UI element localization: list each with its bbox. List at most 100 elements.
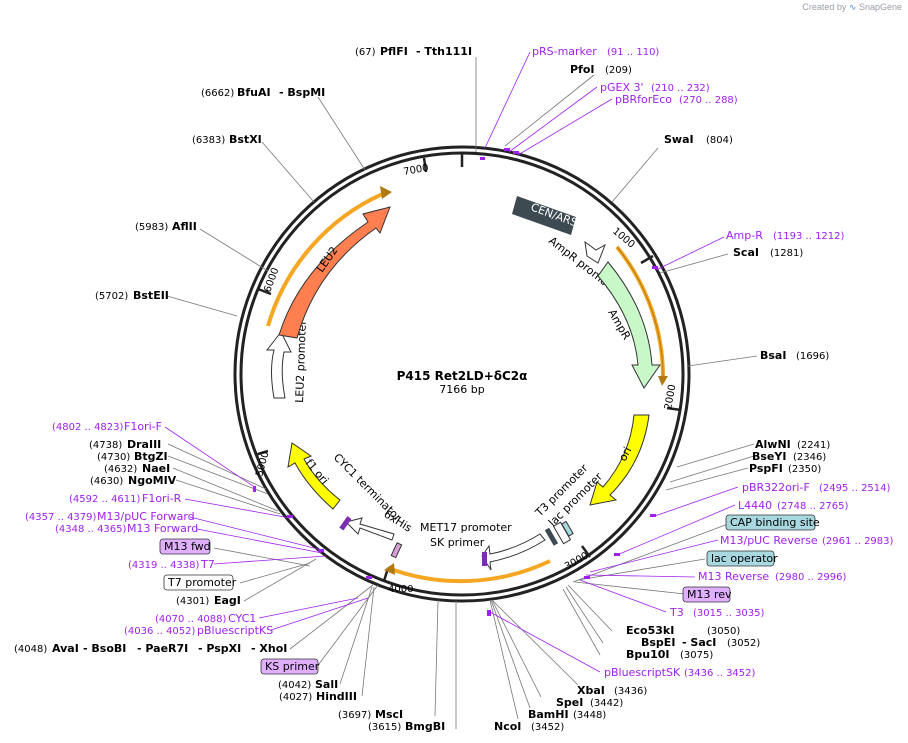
enzyme-draiii[interactable]: DraIII (127, 438, 161, 451)
credit-brand: SnapGene (858, 2, 902, 12)
enzyme-hindiii[interactable]: HindIII (316, 690, 357, 703)
cap-site-feature (561, 520, 574, 537)
leu2-promoter-label: LEU2 promoter (293, 320, 309, 404)
primer-mark (652, 266, 658, 269)
enzyme-bsai[interactable]: BsaI (760, 349, 786, 362)
enzyme-pos-5983: (5983) (135, 222, 168, 233)
enzyme-ncoi[interactable]: NcoI (494, 720, 521, 733)
primer-t3-pos: (3015 .. 3035) (693, 608, 765, 619)
enzyme-btgzi[interactable]: BtgZI (134, 450, 168, 463)
primer-mark (504, 148, 510, 151)
enzyme-pos-4738: (4738) (89, 440, 122, 451)
enzyme-paer7i[interactable]: - PaeR7I (137, 642, 188, 655)
primer-pbr322ori-f[interactable]: pBR322ori-F (742, 481, 810, 494)
enzyme-pspfi[interactable]: PspFI (749, 462, 783, 475)
primer-pgex[interactable]: pGEX 3' (600, 81, 644, 94)
cap-binding-site-box[interactable] (725, 514, 816, 531)
enzyme-eco53ki[interactable]: Eco53kI (626, 624, 674, 637)
primer-amp-r[interactable]: Amp-R (726, 229, 763, 242)
primer-mark (584, 576, 590, 579)
enzyme-pos-4301: (4301) (176, 596, 209, 607)
primer-l4440[interactable]: L4440 (738, 499, 772, 512)
ampr-promoter-feature (584, 240, 606, 264)
enzyme-pflfi[interactable]: PflFI (380, 45, 408, 58)
enzyme-spei[interactable]: SpeI (556, 696, 583, 709)
t7-promoter-box[interactable] (163, 574, 234, 591)
primer-pbrforeco[interactable]: pBRforEco (615, 93, 672, 106)
enzyme-bseyi[interactable]: BseYI (752, 450, 786, 463)
cap-binding-site-label: CAP binding site (730, 516, 820, 529)
cenars-feature (512, 196, 576, 235)
primer-prs-pos: (91 .. 110) (607, 47, 659, 58)
plasmid-name: P415 Ret2LD+δC2α (397, 369, 528, 383)
primer-leader-lines (164, 51, 739, 673)
primer-t3[interactable]: T3 (669, 606, 684, 619)
leu2-feature (278, 206, 391, 339)
primer-prs-marker[interactable]: pRS-marker (532, 45, 597, 58)
enzyme-pos-804: (804) (706, 135, 733, 146)
sk-primer-feature (482, 552, 487, 566)
cyc1-feature (339, 516, 352, 531)
enzyme-scai[interactable]: ScaI (733, 246, 759, 259)
enzyme-bstxi[interactable]: BstXI (229, 133, 262, 146)
primer-m13puc-forward-pos: (4357 .. 4379) (25, 512, 97, 523)
enzyme-bspei[interactable]: BspEI (641, 636, 675, 649)
enzyme-pos-3442: (3442) (590, 698, 623, 709)
primer-f1ori-f-pos: (4802 .. 4823) (52, 422, 124, 433)
enzyme-pos-3448: (3448) (573, 710, 606, 721)
enzyme-bspmi[interactable]: - BspMI (279, 86, 325, 99)
enzyme-bsobi[interactable]: - BsoBI (83, 642, 126, 655)
enzyme-pspxi[interactable]: - PspXI (198, 642, 241, 655)
enzyme-pos-4630: (4630) (90, 476, 123, 487)
primer-pbluescriptks[interactable]: pBluescriptKS (197, 624, 273, 637)
enzyme-sali[interactable]: SalI (315, 678, 338, 691)
primer-m13-reverse[interactable]: M13 Reverse (698, 570, 769, 583)
primer-pbr322ori-f-pos: (2495 .. 2514) (819, 483, 891, 494)
enzyme-bmgbi[interactable]: BmgBI (405, 720, 445, 733)
primer-pbrforeco-pos: (270 .. 288) (679, 95, 738, 106)
enzyme-bfuai[interactable]: BfuAI (237, 86, 271, 99)
enzyme-bamhi[interactable]: BamHI (528, 708, 569, 721)
primer-mark (253, 486, 256, 492)
enzyme-tth111i[interactable]: - Tth111I (416, 45, 472, 58)
m13-rev-box[interactable] (682, 586, 731, 603)
enzyme-pos-4730: (4730) (97, 452, 130, 463)
met17-promoter-label: MET17 promoter (420, 521, 512, 534)
primer-m13puc-forward[interactable]: M13/pUC Forward (97, 510, 195, 523)
primer-m13puc-reverse[interactable]: M13/pUC Reverse (720, 534, 818, 547)
primer-m13-forward[interactable]: M13 Forward (127, 522, 198, 535)
enzyme-eagi[interactable]: EagI (214, 594, 241, 607)
enzyme-aflii[interactable]: AflII (172, 220, 197, 233)
enzyme-bpu10i[interactable]: Bpu10I (626, 648, 670, 661)
enzyme-swai[interactable]: SwaI (664, 133, 694, 146)
enzyme-pos-3052: (3052) (727, 638, 760, 649)
enzyme-avai[interactable]: AvaI (52, 642, 79, 655)
primer-pbluescriptsk-pos: (3436 .. 3452) (684, 668, 756, 679)
enzyme-ngomiv[interactable]: NgoMIV (128, 474, 177, 487)
primer-cyc1[interactable]: CYC1 (228, 612, 256, 625)
ori-feature (589, 414, 650, 506)
primer-t7[interactable]: T7 (200, 558, 215, 571)
primer-f1ori-r[interactable]: F1ori-R (142, 492, 182, 505)
enzyme-pos-3436: (3436) (614, 686, 647, 697)
enzyme-pos-4027: (4027) (279, 692, 312, 703)
enzyme-xbai[interactable]: XbaI (577, 684, 605, 697)
enzyme-pfoi[interactable]: PfoI (570, 63, 595, 76)
tick-2000 (666, 406, 682, 412)
enzyme-pos-2350: (2350) (788, 464, 821, 475)
lac-operator-box[interactable] (706, 550, 775, 567)
primer-f1ori-f[interactable]: F1ori-F (124, 420, 162, 433)
enzyme-saci[interactable]: - SacI (682, 636, 716, 649)
enzyme-bsteii[interactable]: BstEII (133, 289, 169, 302)
enzyme-naei[interactable]: NaeI (142, 462, 170, 475)
enzyme-pos-2241: (2241) (797, 440, 830, 451)
enzyme-alwni[interactable]: AlwNI (755, 438, 791, 451)
ks-primer-box[interactable] (260, 658, 319, 675)
enzyme-msci[interactable]: MscI (375, 708, 403, 721)
enzyme-xhoi[interactable]: - XhoI (251, 642, 287, 655)
primer-pbluescriptsk[interactable]: pBluescriptSK (604, 666, 681, 679)
enzyme-pos-3697: (3697) (338, 710, 371, 721)
bottom-orange-band (387, 559, 551, 584)
m13-fwd-box[interactable] (159, 538, 211, 555)
